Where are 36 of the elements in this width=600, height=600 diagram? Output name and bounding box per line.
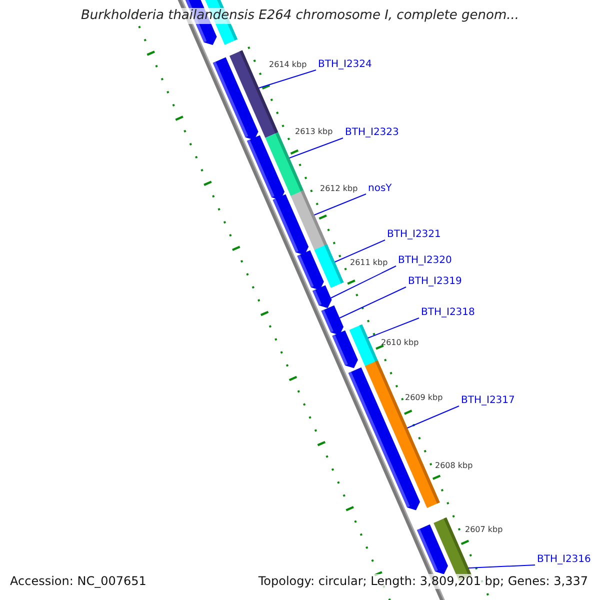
gene-label: BTH_I2320 <box>398 255 452 267</box>
gene-block <box>332 330 358 368</box>
gene-block <box>272 194 309 256</box>
scale-label: 2608 kbp <box>435 461 473 471</box>
scale-label: 2610 kbp <box>381 338 419 348</box>
scale-label: 2609 kbp <box>405 393 443 403</box>
leader-line <box>314 194 366 216</box>
gene-label: BTH_I2324 <box>318 59 372 71</box>
gene-label: BTH_I2323 <box>345 127 399 139</box>
gene-label: nosY <box>368 183 392 195</box>
footer-text: Accession: NC_007651 <box>8 574 148 589</box>
gene-block <box>212 57 258 140</box>
gene-block <box>417 524 448 574</box>
gene-block <box>312 285 332 308</box>
footer-text: Topology: circular; Length: 3,809,201 bp; Genes: 3,337 <box>256 574 590 589</box>
gene-label: BTH_I2318 <box>421 307 475 319</box>
leader-line <box>258 70 316 88</box>
scale-label: 2614 kbp <box>269 60 307 70</box>
scale-label: 2613 kbp <box>295 127 333 137</box>
scale-label: 2607 kbp <box>465 525 503 535</box>
gene-label: BTH_I2321 <box>387 229 441 241</box>
leader-line <box>334 240 386 262</box>
leader-line <box>288 138 344 158</box>
scale-label: 2611 kbp <box>350 258 388 268</box>
gene-block <box>247 135 285 200</box>
leader-line <box>330 266 396 298</box>
leader-line <box>367 318 420 338</box>
gene-label: BTH_I2319 <box>408 276 462 288</box>
gene-block <box>321 305 344 336</box>
gene-block <box>297 250 324 290</box>
scale-label: 2612 kbp <box>320 184 358 194</box>
gene-label: BTH_I2316 <box>537 554 591 566</box>
leader-line <box>406 406 460 428</box>
gene-label: BTH_I2317 <box>461 395 515 407</box>
leader-line <box>468 564 536 568</box>
leader-line <box>339 286 406 318</box>
